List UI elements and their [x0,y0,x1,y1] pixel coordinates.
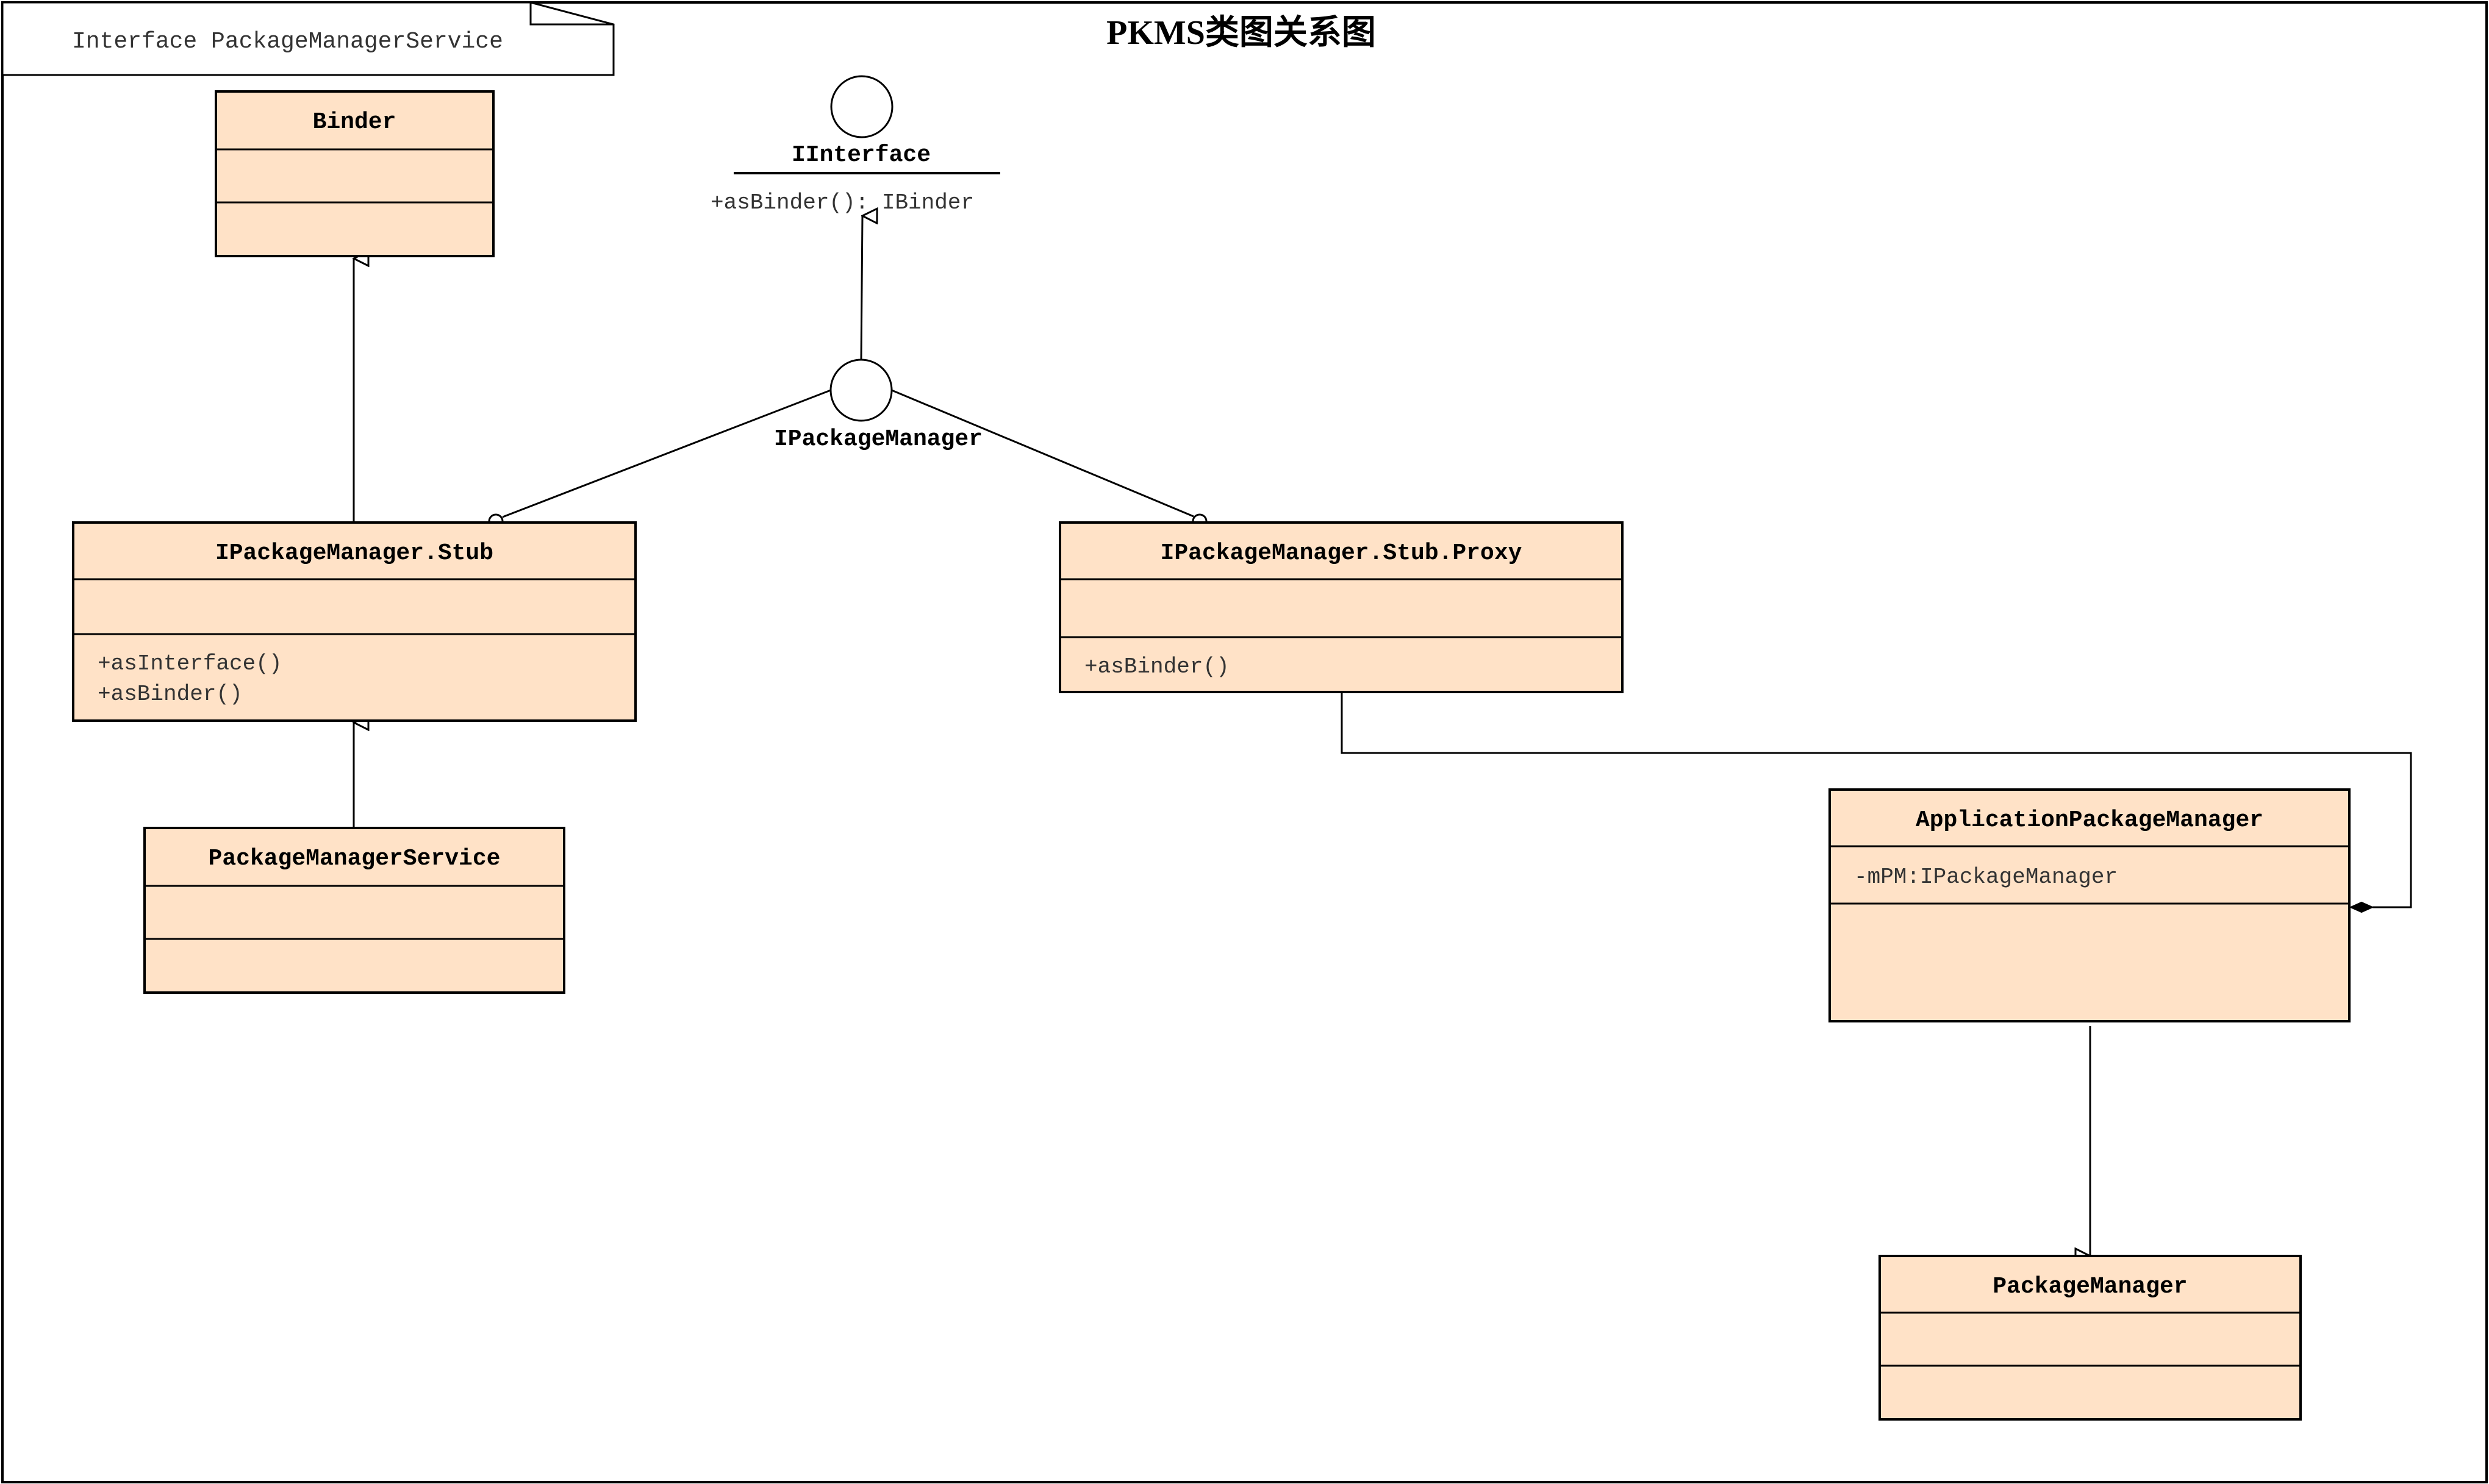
package-note: Interface PackageManagerService [1,1,615,76]
stub-name: IPackageManager.Stub [215,540,493,566]
binder-name: Binder [313,109,396,135]
proxy-composition-line [1341,692,2412,908]
ipackagemanager-name: IPackageManager [774,426,983,452]
interface-iinterface[interactable]: IInterface +asBinder(): IBinder [711,75,1000,215]
class-applicationpackagemanager[interactable]: ApplicationPackageManager -mPM:IPackageM… [1828,788,2351,1022]
class-binder[interactable]: Binder [215,90,495,257]
class-ipackagemanager-stub[interactable]: IPackageManager.Stub +asInterface() +asB… [72,521,637,722]
pm-name: PackageManager [1993,1274,2187,1300]
iinterface-method: +asBinder(): IBinder [711,190,974,215]
class-ipackagemanager-stub-proxy[interactable]: IPackageManager.Stub.Proxy +asBinder() [1059,521,1624,693]
stub-method-asbinder: +asBinder() [98,682,243,707]
diagram-title: PKMS类图关系图 [1106,14,1376,52]
ipm-extends-iinterface-line [860,216,862,360]
proxy-method-asbinder: +asBinder() [1084,654,1230,679]
interface-ipackagemanager[interactable]: IPackageManager [774,359,983,452]
composition-diamond [2349,901,2374,913]
stub-realizes-ipm-line [502,389,831,518]
pms-name: PackageManagerService [209,846,501,872]
class-packagemanagerservice[interactable]: PackageManagerService [143,827,565,994]
proxy-name: IPackageManager.Stub.Proxy [1161,540,1522,566]
iinterface-circle [830,75,894,138]
iinterface-name: IInterface [792,142,931,168]
package-note-label: Interface PackageManagerService [72,29,503,55]
class-packagemanager[interactable]: PackageManager [1878,1255,2302,1421]
apm-attribute-mpm: -mPM:IPackageManager [1854,865,2118,890]
ipackagemanager-circle [829,359,893,422]
proxy-realizes-ipm-line [891,389,1194,518]
stub-method-asinterface: +asInterface() [98,651,282,676]
apm-name: ApplicationPackageManager [1916,807,2263,833]
